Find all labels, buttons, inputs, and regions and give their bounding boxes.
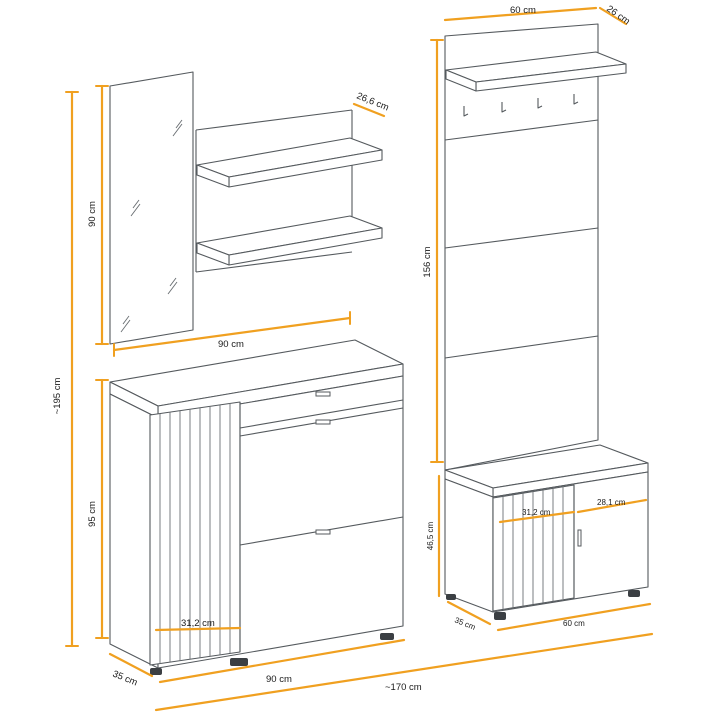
cabinet-foot — [230, 658, 248, 666]
fluted-door-ribs — [159, 403, 231, 664]
panel-width-label: 60 cm — [510, 5, 536, 16]
bench — [444, 444, 649, 620]
total-width-label: ~170 cm — [385, 682, 422, 693]
cabinet-foot — [150, 668, 162, 675]
bench-height-label: 46,5 cm — [426, 521, 435, 550]
cabinet-foot — [380, 633, 394, 640]
coat-hook — [537, 98, 543, 109]
bench-door-ribs — [502, 486, 564, 609]
flap-handle-upper — [315, 419, 331, 425]
shelf-depth-label: 26,6 cm — [355, 91, 391, 114]
panel-height-label: 156 cm — [422, 246, 433, 277]
coat-hook — [573, 94, 579, 105]
coat-hook — [463, 106, 469, 117]
shoe-cabinet — [109, 339, 404, 675]
bench-foot — [628, 590, 640, 597]
bench-inner-right-label: 28,1 cm — [597, 498, 626, 507]
cabinet-height-label: 95 cm — [87, 501, 98, 527]
total-height-label: ~195 cm — [52, 378, 63, 415]
coat-hook — [501, 102, 507, 113]
bench-depth-label: 35 cm — [453, 616, 477, 633]
bench-width-label: 60 cm — [563, 619, 585, 628]
flap-handle-lower — [315, 529, 331, 535]
drawer-handle — [315, 391, 331, 397]
cabinet-inner-label: 31,2 cm — [181, 618, 215, 629]
cabinet-depth-label: 35 cm — [111, 669, 139, 689]
shelf-width-label: 90 cm — [218, 339, 244, 350]
mirror — [109, 71, 194, 345]
wall-shelf — [195, 109, 383, 273]
mirror-height-label: 90 cm — [87, 201, 98, 227]
bench-door-handle — [577, 529, 582, 547]
cabinet-width-label: 90 cm — [266, 674, 292, 685]
dimension-lines — [65, 6, 654, 712]
bench-foot — [446, 594, 456, 600]
coat-panel — [444, 23, 627, 471]
bench-foot — [494, 612, 506, 620]
bench-inner-left-label: 31,2 cm — [522, 508, 551, 517]
panel-depth-label: 26 cm — [604, 3, 632, 27]
